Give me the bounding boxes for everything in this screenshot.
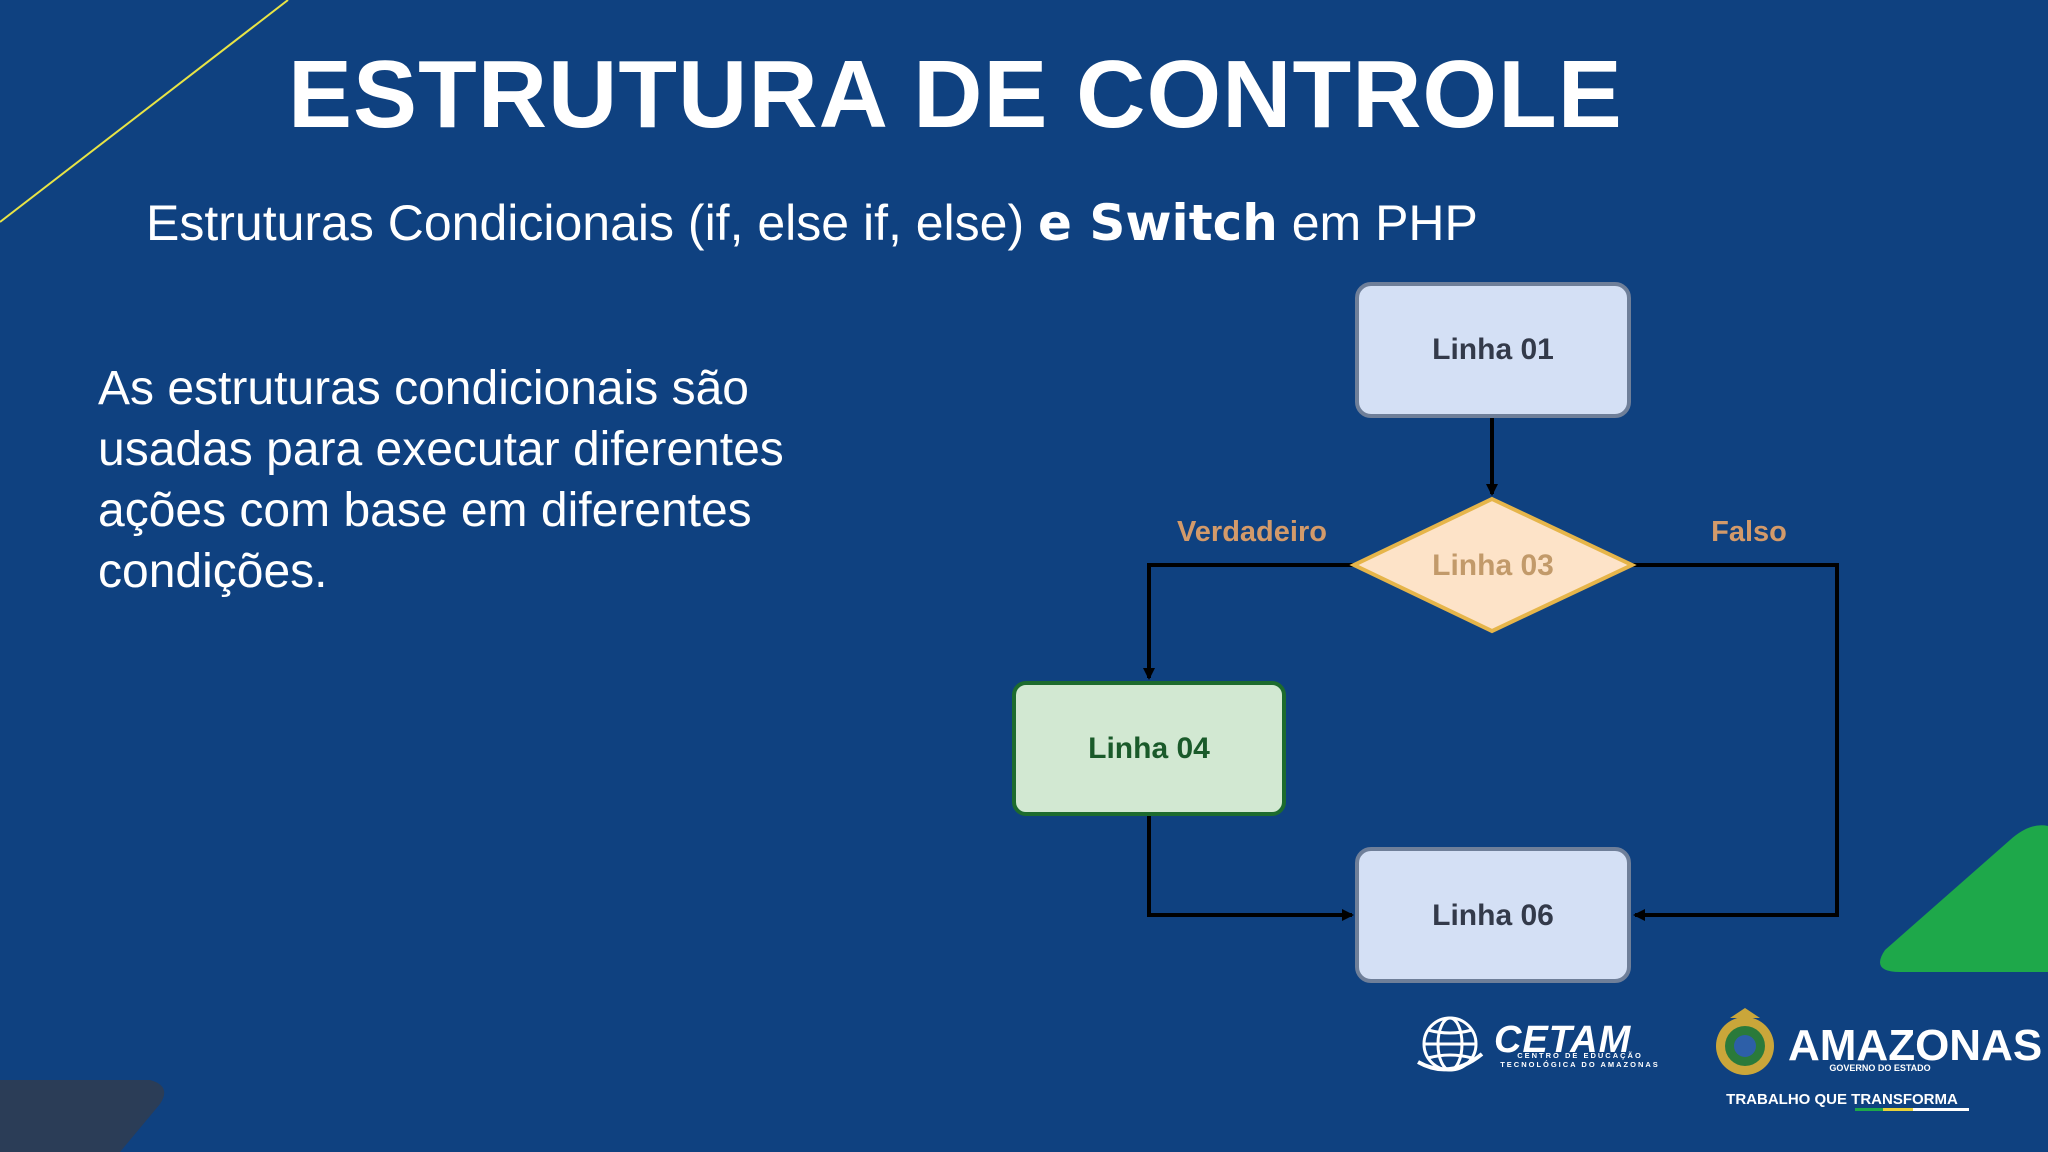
node-linha-03: Linha 03: [1349, 496, 1637, 634]
amazonas-logo: AMAZONAS GOVERNO DO ESTADO TRABALHO QUE …: [1716, 1008, 2042, 1111]
amazonas-name: AMAZONAS: [1788, 1021, 2042, 1070]
coat-of-arms-icon: [1716, 1008, 1774, 1075]
edge-label-false: Falso: [1711, 516, 1787, 548]
subtitle-text-1: Estruturas Condicionais (if, else if, el…: [146, 195, 1039, 251]
cetam-logo: CETAM CENTRO DE EDUCAÇÃO TECNOLÓGICA DO …: [1417, 1016, 1660, 1072]
slogan-underline-green: [1855, 1108, 1883, 1111]
cetam-name: CETAM: [1494, 1019, 1632, 1061]
node-linha-04: Linha 04: [1012, 681, 1286, 816]
cetam-line2: TECNOLÓGICA DO AMAZONAS: [1500, 1060, 1660, 1069]
subtitle-text-2: em PHP: [1277, 195, 1478, 251]
node-linha-06: Linha 06: [1355, 847, 1631, 983]
cetam-line1: CENTRO DE EDUCAÇÃO: [1517, 1051, 1643, 1060]
edge-label-true: Verdadeiro: [1177, 516, 1327, 548]
slide-subtitle: Estruturas Condicionais (if, else if, el…: [146, 196, 1478, 251]
corner-green-shape: [1880, 825, 2048, 972]
slogan-underline-white: [1913, 1108, 1969, 1111]
edge-n4-n6: [1147, 816, 1354, 921]
node-label: Linha 06: [1432, 899, 1554, 932]
node-label: Linha 04: [1088, 732, 1210, 765]
node-linha-01: Linha 01: [1355, 282, 1631, 418]
node-label: Linha 03: [1432, 549, 1554, 582]
slogan-underline-yellow: [1883, 1108, 1913, 1111]
subtitle-text-bold: e Switch: [1038, 194, 1278, 252]
amazonas-tag: GOVERNO DO ESTADO: [1829, 1063, 1930, 1073]
body-paragraph: As estruturas condicionais são usadas pa…: [98, 362, 784, 598]
node-label: Linha 01: [1432, 333, 1554, 366]
edge-n3-n6: [1632, 563, 1839, 921]
corner-dark-shape: [0, 1080, 165, 1152]
edge-n3-n4: [1143, 563, 1354, 680]
amazonas-slogan: TRABALHO QUE TRANSFORMA: [1726, 1091, 1958, 1108]
globe-icon: [1417, 1016, 1484, 1072]
slide-title: ESTRUTURA DE CONTROLE: [288, 41, 1623, 148]
corner-yellow-line: [0, 0, 289, 223]
